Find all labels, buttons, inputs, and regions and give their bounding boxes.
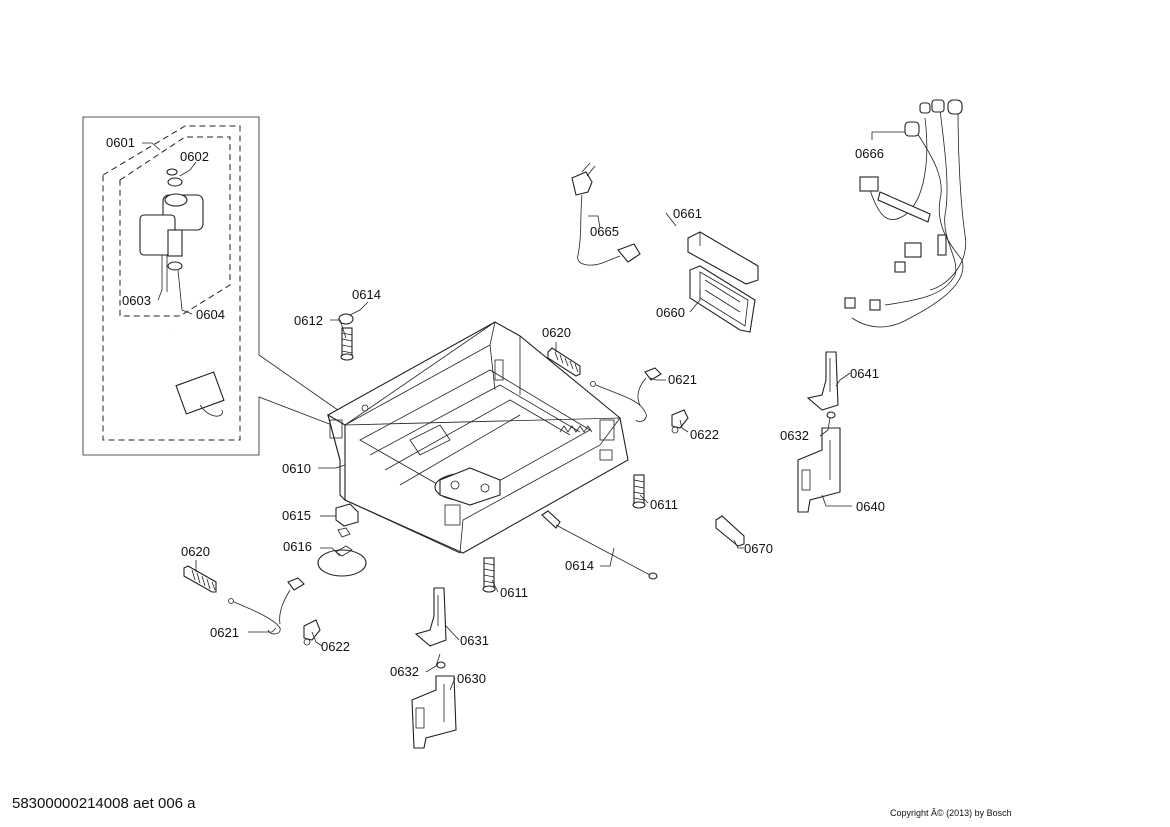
part-label-0622-lower: 0622 bbox=[321, 639, 350, 654]
part-label-0632-lower: 0632 bbox=[390, 664, 419, 679]
part-label-0670: 0670 bbox=[744, 541, 773, 556]
inlet-hose-part bbox=[162, 334, 225, 417]
part-label-0665: 0665 bbox=[590, 224, 619, 239]
part-label-0611-lower: 0611 bbox=[500, 585, 528, 600]
part-label-0661: 0661 bbox=[673, 206, 702, 221]
part-label-0621-lower: 0621 bbox=[210, 625, 239, 640]
washer-lower-part bbox=[436, 661, 446, 669]
base-frame-part bbox=[327, 321, 629, 554]
disc-part bbox=[317, 545, 367, 577]
small-strip-part bbox=[715, 515, 745, 547]
part-label-0660: 0660 bbox=[656, 305, 685, 320]
part-label-0620-upper: 0620 bbox=[542, 325, 571, 340]
wiring-harness-part bbox=[844, 99, 967, 328]
part-label-0610: 0610 bbox=[282, 461, 311, 476]
part-label-0632-upper: 0632 bbox=[780, 428, 809, 443]
washer-right-part bbox=[826, 411, 836, 419]
part-label-0630: 0630 bbox=[457, 671, 486, 686]
screw-part bbox=[338, 313, 354, 361]
part-label-0666: 0666 bbox=[855, 146, 884, 161]
foot-lower-part bbox=[482, 557, 496, 593]
part-label-0622-upper: 0622 bbox=[690, 427, 719, 442]
hinge-bracket-right-part bbox=[806, 351, 839, 411]
foot-upper-part bbox=[632, 474, 646, 509]
part-label-0641: 0641 bbox=[850, 366, 879, 381]
cable-upper-part bbox=[590, 367, 662, 423]
spring-upper-part bbox=[547, 347, 581, 377]
part-label-0640: 0640 bbox=[856, 499, 885, 514]
part-label-0612: 0612 bbox=[294, 313, 323, 328]
cable-lower-left-part bbox=[228, 577, 305, 635]
cable-lower-part bbox=[541, 510, 658, 580]
part-label-0603: 0603 bbox=[122, 293, 151, 308]
hinge-bracket-lower-part bbox=[414, 587, 447, 647]
part-label-0614-lower: 0614 bbox=[565, 558, 594, 573]
hinge-plate-lower-part bbox=[411, 675, 457, 749]
cover-strip-part bbox=[687, 231, 759, 285]
sensor-part bbox=[335, 503, 359, 538]
copyright-notice: Copyright Â© (2013) by Bosch bbox=[890, 808, 1012, 818]
part-label-0611-upper: 0611 bbox=[650, 497, 678, 512]
part-label-0615: 0615 bbox=[282, 508, 311, 523]
document-id: 58300000214008 aet 006 a bbox=[12, 795, 196, 812]
housing-part bbox=[689, 265, 756, 333]
part-label-0602: 0602 bbox=[180, 149, 209, 164]
clip-upper-part bbox=[671, 409, 689, 434]
part-label-0621-upper: 0621 bbox=[668, 372, 697, 387]
part-label-0631: 0631 bbox=[460, 633, 489, 648]
part-label-0616: 0616 bbox=[283, 539, 312, 554]
clip-lower-part bbox=[303, 619, 321, 646]
hinge-plate-right-part bbox=[797, 427, 841, 513]
part-label-0604: 0604 bbox=[196, 307, 225, 322]
power-cord-part bbox=[571, 162, 641, 266]
detail-inset bbox=[82, 116, 346, 456]
part-label-0614-upper: 0614 bbox=[352, 287, 381, 302]
water-valve-part bbox=[139, 168, 204, 292]
part-label-0601: 0601 bbox=[106, 135, 135, 150]
part-label-0620-lower: 0620 bbox=[181, 544, 210, 559]
part-labels: 0601 0602 0603 0604 0612 0614 0610 0620 … bbox=[106, 135, 885, 686]
spring-lower-part bbox=[183, 565, 217, 593]
leader-lines bbox=[142, 131, 905, 691]
